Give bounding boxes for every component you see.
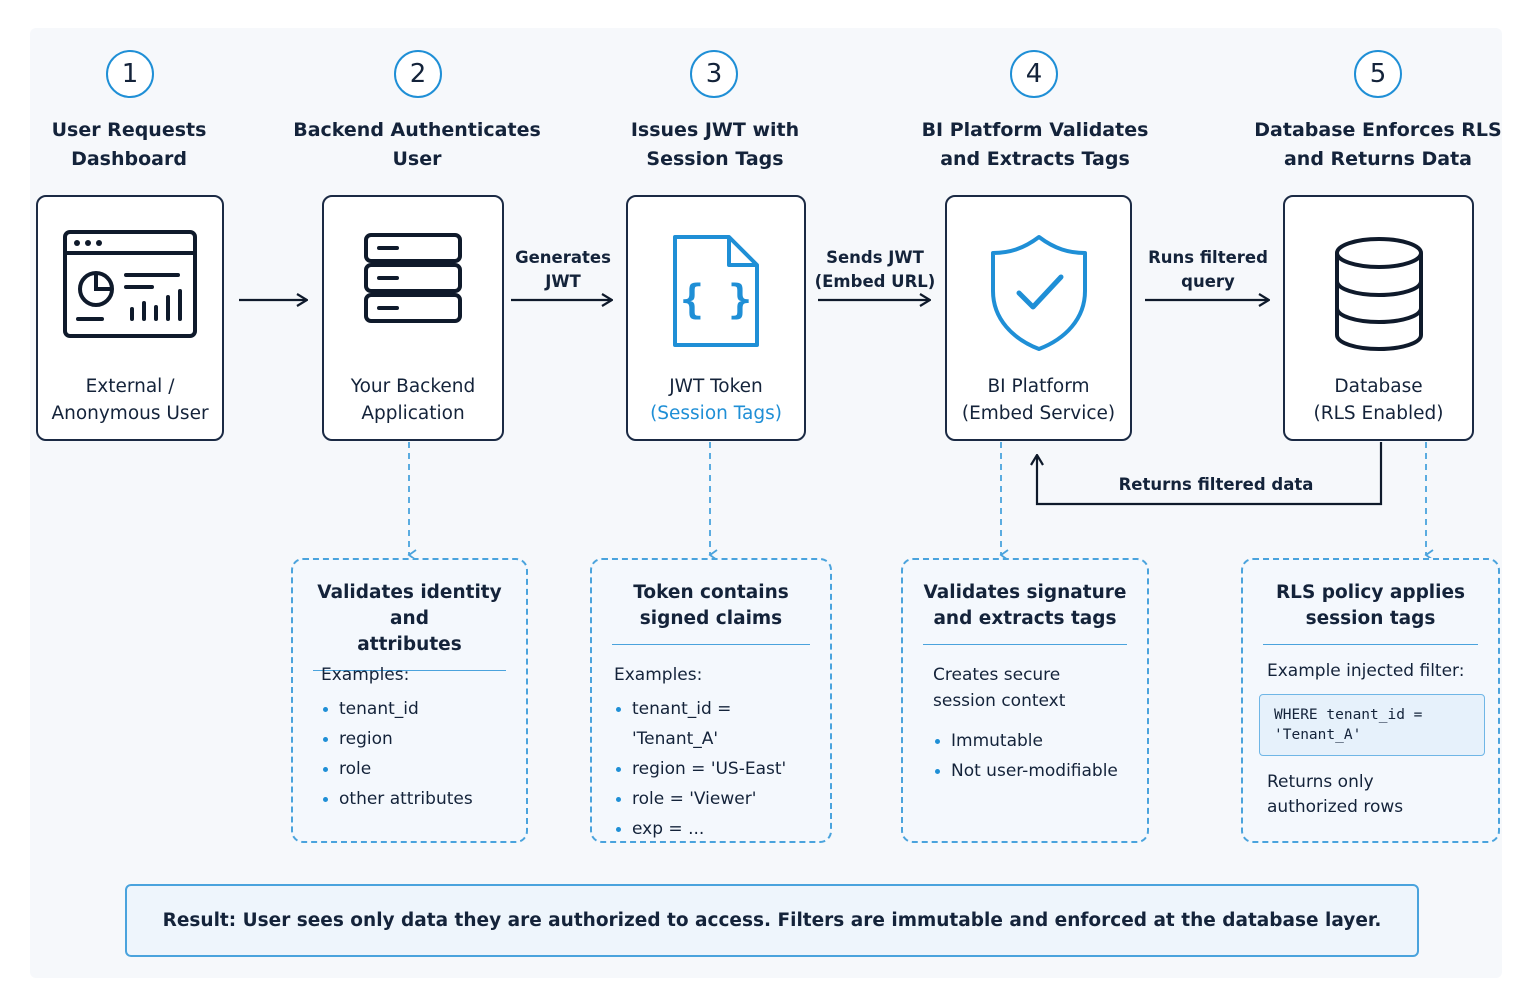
shield-check-icon — [990, 235, 1087, 351]
node-jwt-token-line2: (Session Tags) — [650, 403, 782, 424]
detail-token-claims-body: Examples: tenant_id = 'Tenant_A' region … — [614, 662, 816, 844]
detail-validates-identity: Validates identity and attributes Exampl… — [291, 558, 528, 843]
detail-rls-policy-body: Example injected filter: WHERE tenant_id… — [1259, 658, 1485, 820]
detail-validates-identity-body: Examples: tenant_id region role other at… — [321, 662, 512, 814]
list-item: role — [321, 754, 512, 784]
step-4-title: BI Platform Validates and Extracts Tags — [921, 119, 1149, 170]
node-external-user: External / Anonymous User — [36, 195, 224, 441]
list-item: region = 'US-East' — [614, 754, 816, 784]
node-bi-platform-label: BI Platform (Embed Service) — [947, 373, 1130, 427]
list-item: tenant_id — [321, 694, 512, 724]
detail-rls-policy-intro: Example injected filter: — [1267, 661, 1465, 681]
step-2-number: 2 — [394, 50, 442, 98]
detail-validates-signature-intro: Creates secure session context — [933, 665, 1066, 711]
step-2-title: Backend Authenticates User — [293, 119, 541, 170]
step-3-number: 3 — [690, 50, 738, 98]
detail-validates-signature: Validates signature and extracts tags Cr… — [901, 558, 1149, 843]
node-bi-platform: BI Platform (Embed Service) — [945, 195, 1132, 441]
detail-validates-signature-list: Immutable Not user-modifiable — [933, 726, 1133, 786]
detail-validates-signature-title: Validates signature and extracts tags — [923, 580, 1127, 645]
node-jwt-token-label: JWT Token (Session Tags) — [628, 373, 804, 427]
detail-validates-identity-intro: Examples: — [321, 665, 410, 685]
node-bi-platform-line1: BI Platform — [987, 376, 1090, 397]
detail-token-claims-title: Token contains signed claims — [612, 580, 810, 645]
list-item: Not user-modifiable — [933, 756, 1133, 786]
label-sends-jwt: Sends JWT (Embed URL) — [814, 248, 936, 291]
label-generates-jwt: Generates JWT — [515, 248, 611, 291]
node-database-label: Database (RLS Enabled) — [1285, 373, 1472, 427]
label-runs-filtered-query: Runs filtered query — [1148, 248, 1268, 291]
list-item: exp = ... — [614, 814, 816, 844]
step-4-number: 4 — [1010, 50, 1058, 98]
node-backend-line1: Your Backend — [350, 376, 476, 397]
detail-rls-policy: RLS policy applies session tags Example … — [1241, 558, 1500, 843]
node-database-line1: Database — [1334, 376, 1423, 397]
step-5-title: Database Enforces RLS and Returns Data — [1254, 119, 1502, 170]
detail-rls-policy-title: RLS policy applies session tags — [1263, 580, 1478, 645]
detail-validates-identity-list: tenant_id region role other attributes — [321, 694, 512, 814]
list-item: role = 'Viewer' — [614, 784, 816, 814]
detail-token-claims: Token contains signed claims Examples: t… — [590, 558, 832, 843]
node-backend-line2: Application — [361, 403, 465, 424]
server-icon — [364, 233, 462, 323]
dashboard-icon — [63, 230, 197, 338]
list-item: tenant_id = 'Tenant_A' — [614, 694, 816, 754]
node-database-line2: (RLS Enabled) — [1313, 403, 1444, 424]
step-5-number: 5 — [1354, 50, 1402, 98]
step-3-title: Issues JWT with Session Tags — [630, 119, 800, 170]
node-backend-label: Your Backend Application — [324, 373, 502, 427]
detail-rls-policy-outcome: Returns only authorized rows — [1267, 772, 1404, 817]
result-banner: Result: User sees only data they are aut… — [125, 884, 1419, 957]
node-database: Database (RLS Enabled) — [1283, 195, 1474, 441]
detail-validates-identity-title: Validates identity and attributes — [313, 580, 506, 671]
label-returns-filtered-data: Returns filtered data — [1118, 475, 1314, 494]
json-file-icon: { } — [673, 235, 759, 347]
node-bi-platform-line2: (Embed Service) — [961, 403, 1116, 424]
result-text: Result: User sees only data they are aut… — [162, 910, 1382, 931]
detail-token-claims-intro: Examples: — [614, 665, 703, 685]
node-external-user-line1: External / — [85, 376, 175, 397]
list-item: region — [321, 724, 512, 754]
detail-validates-signature-body: Creates secure session context Immutable… — [933, 662, 1133, 786]
step-1-number: 1 — [106, 50, 154, 98]
node-external-user-line2: Anonymous User — [51, 403, 209, 424]
node-jwt-token-line1: JWT Token — [669, 376, 763, 397]
injected-filter-code: WHERE tenant_id = 'Tenant_A' — [1259, 694, 1485, 756]
node-external-user-label: External / Anonymous User — [38, 373, 222, 427]
node-backend: Your Backend Application — [322, 195, 504, 441]
database-icon — [1334, 237, 1423, 352]
step-1-title: User Requests Dashboard — [51, 119, 207, 170]
list-item: other attributes — [321, 784, 512, 814]
node-jwt-token: { } JWT Token (Session Tags) — [626, 195, 806, 441]
svg-text:{ }: { } — [680, 277, 752, 323]
list-item: Immutable — [933, 726, 1133, 756]
detail-token-claims-list: tenant_id = 'Tenant_A' region = 'US-East… — [614, 694, 816, 844]
